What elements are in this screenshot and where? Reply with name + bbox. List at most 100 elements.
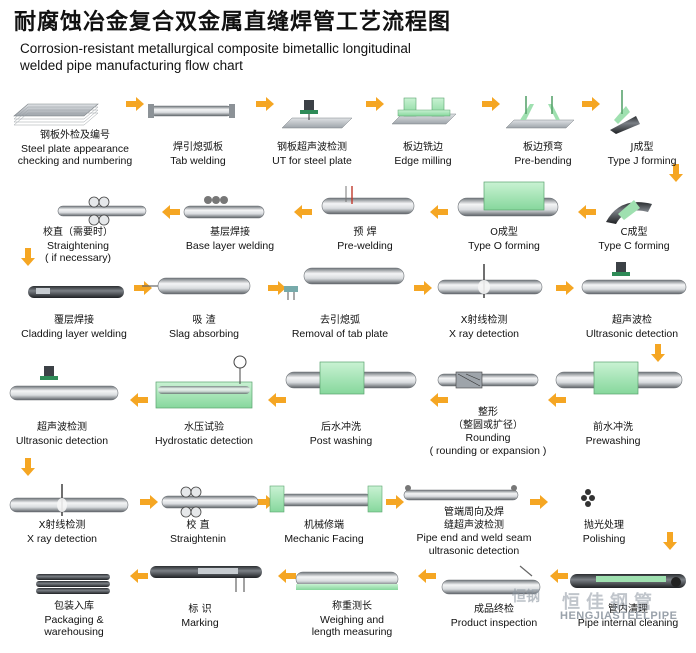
step-label-zh: 管端周向及焊 [444, 507, 504, 518]
step-label-en: Weighing and [319, 613, 385, 626]
pipe-end-ut-illustration [403, 485, 519, 501]
flow-arrow [582, 97, 600, 111]
step-label-zh: 超声波检测 [37, 422, 87, 433]
step-label-zh: O成型 [490, 227, 518, 238]
packaging-illustration [36, 574, 110, 594]
o-forming-illustration [457, 181, 559, 217]
polishing-illustration [581, 489, 595, 507]
ut-plate-illustration [281, 100, 353, 129]
step-label-en: Type C forming [598, 239, 670, 252]
step-label-zh-line2: （整圆或扩径） [453, 419, 523, 431]
flow-arrow [162, 205, 180, 219]
flow-arrow [669, 164, 683, 182]
flow-arrow [21, 458, 35, 476]
hydrostatic-illustration [155, 355, 253, 409]
step-label-en: Packaging & [44, 613, 104, 626]
flow-arrow [366, 97, 384, 111]
step-label-zh: 焊引熄弧板 [172, 142, 223, 153]
tab-welding-illustration [148, 104, 235, 118]
step-label-en: Hydrostatic detection [154, 434, 254, 447]
flow-arrow [578, 205, 596, 219]
flow-arrow [530, 495, 548, 509]
flow-arrow [550, 569, 568, 583]
step-label-zh: 覆层焊接 [54, 315, 94, 326]
step-label-zh: 去引熄弧 [320, 315, 360, 326]
flow-arrow [256, 97, 274, 111]
cladding-welding-illustration [28, 286, 124, 298]
internal-cleaning-illustration [570, 574, 686, 588]
step-label-en: Pre-welding [337, 239, 393, 252]
step-label-en: Cladding layer welding [21, 327, 127, 340]
flow-arrow [268, 281, 286, 295]
process-illustrations [9, 90, 687, 595]
prewashing-illustration [555, 361, 683, 395]
step-label-zh: 后水冲洗 [320, 422, 361, 433]
flow-arrow [130, 569, 148, 583]
step-label-en: Ultrasonic detection [15, 434, 109, 447]
step-label-en: X ray detection [448, 327, 520, 340]
step-label-en: Post washing [309, 434, 373, 447]
step-label-zh: 成品终检 [473, 604, 514, 615]
step-label-en: Ultrasonic detection [585, 327, 679, 340]
flow-arrow [130, 393, 148, 407]
flow-arrow [482, 97, 500, 111]
step-label-zh: C成型 [620, 227, 648, 238]
flow-arrow [140, 495, 158, 509]
step-label-zh: X射线检测 [38, 520, 86, 531]
step-label-en: Edge milling [394, 154, 452, 167]
mechanic-facing-illustration [269, 485, 383, 513]
j-forming-illustration [610, 90, 640, 134]
ultrasonic-illustration-1 [581, 262, 687, 295]
step-label-zh: 水压试验 [184, 422, 224, 433]
watermark-logo: 恒钢 [512, 589, 540, 605]
step-label-en: Base layer welding [185, 239, 275, 252]
flow-arrow [556, 281, 574, 295]
step-label-en: Tab welding [170, 154, 226, 167]
step-label-zh: 吸 渣 [192, 315, 216, 326]
step-label-en-line2: ultrasonic detection [428, 544, 520, 557]
c-forming-illustration [606, 200, 652, 224]
step-label-en: Slag absorbing [168, 327, 240, 340]
step-label-zh: 校直（需要时） [43, 227, 113, 238]
flow-arrow [268, 393, 286, 407]
step-label-zh: 钢板外检及编号 [39, 130, 110, 141]
flow-arrow [414, 281, 432, 295]
step-label-zh: 板边预弯 [523, 142, 563, 153]
marking-illustration [150, 566, 262, 592]
step-label: 校直（需要时）Straightening( if necessary) [43, 227, 113, 265]
weighing-illustration [295, 571, 399, 590]
step-label-en-line2: warehousing [44, 626, 104, 638]
step-label-zh: 抛光处理 [584, 520, 624, 531]
flow-arrow [256, 495, 274, 509]
step-label-en: Type J forming [607, 154, 677, 167]
step-label-en: Steel plate appearance [20, 142, 129, 155]
step-label-zh: J成型 [630, 142, 654, 153]
x-ray-illustration-2 [9, 484, 129, 516]
flow-arrow [294, 205, 312, 219]
step-label-en: Removal of tab plate [291, 327, 389, 340]
step-label-en: Straightening [47, 239, 109, 252]
tab-removal-illustration [284, 267, 405, 300]
step-label-en: UT for steel plate [272, 154, 352, 167]
flow-arrow [278, 569, 296, 583]
base-layer-welding-illustration [183, 196, 265, 219]
step-label-zh: 基层焊接 [209, 227, 250, 238]
